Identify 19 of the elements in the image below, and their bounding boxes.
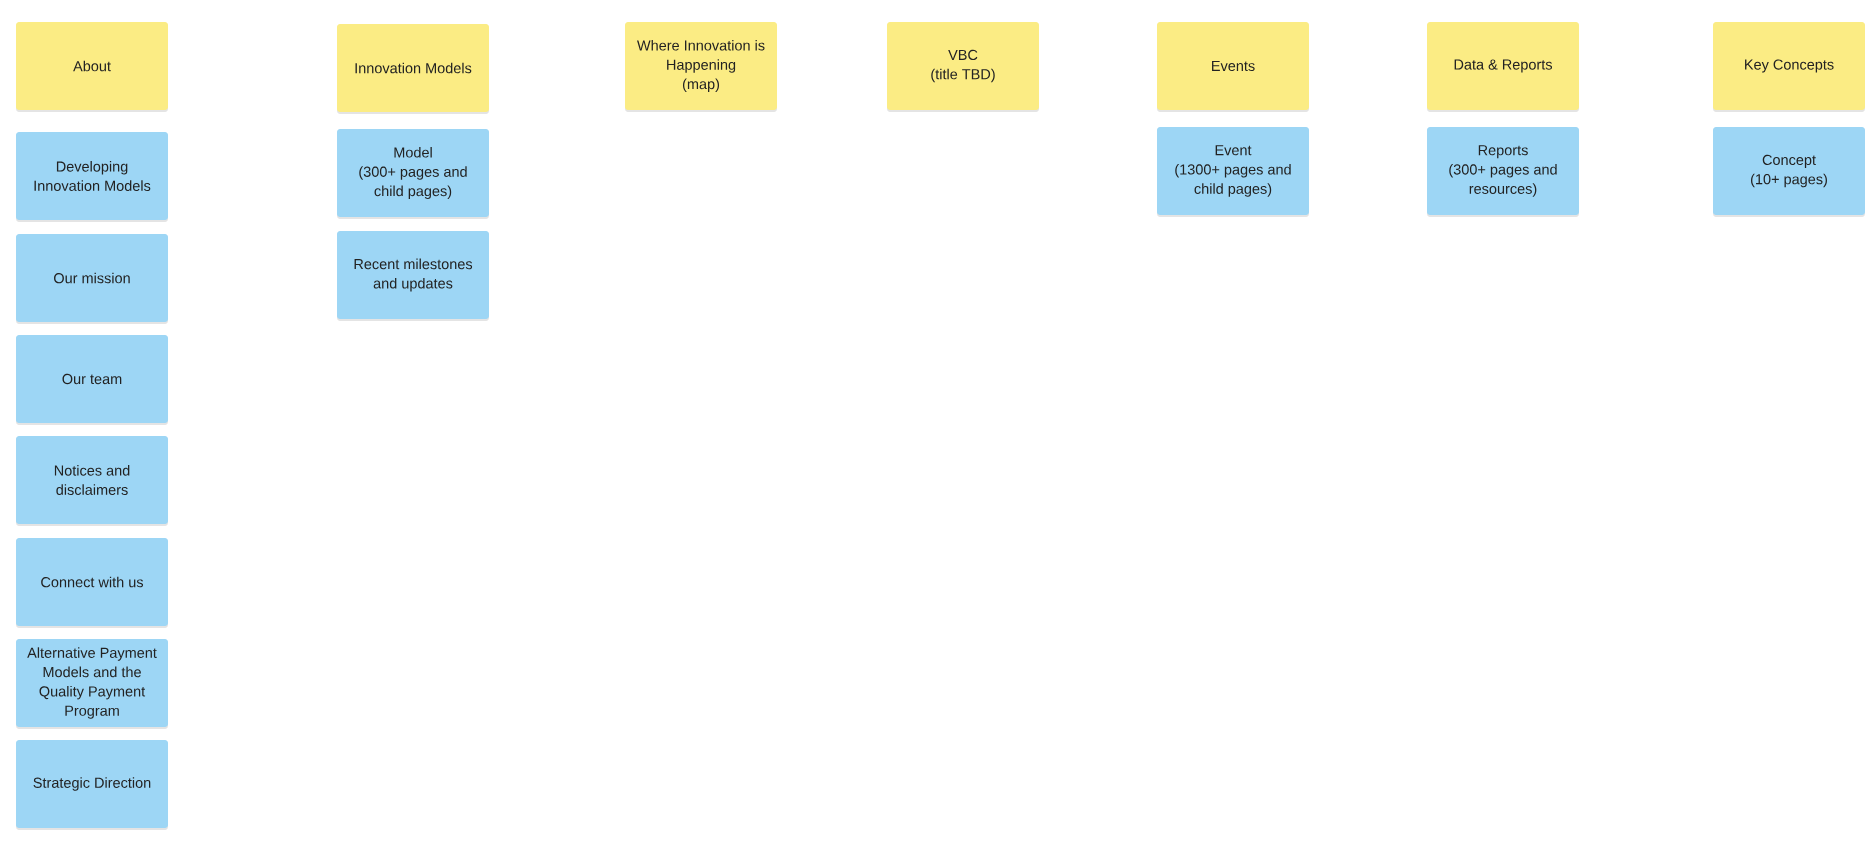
page-note: Recent milestones and updates (337, 231, 489, 321)
page-note: Developing Innovation Models (16, 132, 168, 222)
page-note: Model (300+ pages and child pages) (337, 129, 489, 219)
page-note: Event (1300+ pages and child pages) (1157, 127, 1309, 217)
page-note: Alternative Payment Models and the Quality Payment Program (16, 639, 168, 729)
section-note: About (16, 22, 168, 112)
section-note: VBC (title TBD) (887, 22, 1039, 112)
page-note: Notices and disclaimers (16, 436, 168, 526)
page-note: Our team (16, 335, 168, 425)
page-note: Reports (300+ pages and resources) (1427, 127, 1579, 217)
section-note: Key Concepts (1713, 22, 1865, 112)
section-note: Events (1157, 22, 1309, 112)
page-note: Strategic Direction (16, 740, 168, 830)
section-note: Data & Reports (1427, 22, 1579, 112)
page-note: Connect with us (16, 538, 168, 628)
page-note: Our mission (16, 234, 168, 324)
section-note: Where Innovation is Happening (map) (625, 22, 777, 112)
page-note: Concept (10+ pages) (1713, 127, 1865, 217)
section-note: Innovation Models (337, 24, 489, 114)
